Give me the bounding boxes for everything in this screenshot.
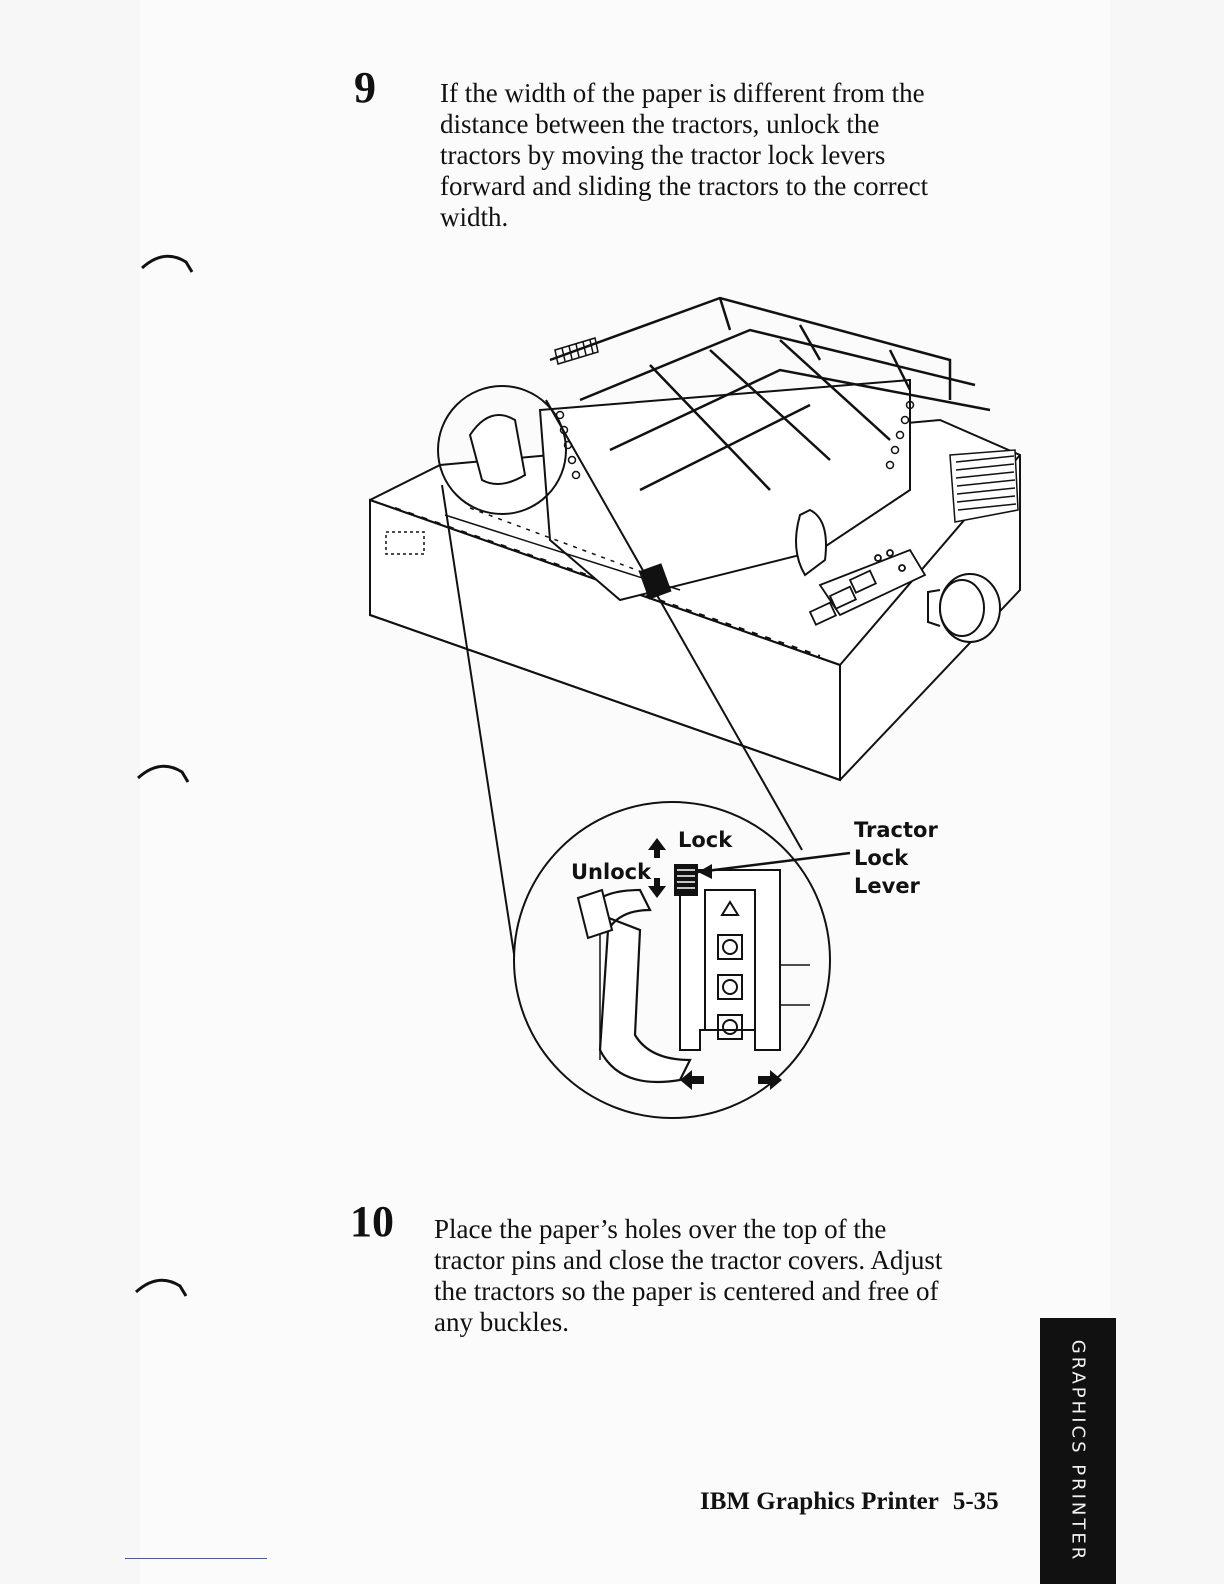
vent-grille [949,449,1019,523]
lock-label: Lock [678,828,733,852]
section-side-tab: GRAPHICS PRINTER [1040,1318,1116,1584]
section-side-tab-label: GRAPHICS PRINTER [1067,1339,1089,1563]
lock-arrow-up-icon [648,838,666,858]
unlock-label: Unlock [571,860,652,884]
left-arrow-icon [680,1070,704,1090]
step-10-line: Place the paper’s holes over the top of … [434,1214,887,1244]
binder-hole-mark [140,254,194,273]
paper-separator-wire [549,296,991,492]
tractor-lock-lever-label-line: Tractor [854,818,938,842]
right-tractor [795,508,827,577]
step-10-instructions: Place the paper’s holes over the top of … [434,1214,1034,1338]
callout-leader-line [697,851,851,874]
step-9-instructions: If the width of the paper is different f… [440,78,1040,233]
step-number-10: 10 [350,1197,394,1246]
zoom-connector-line [441,484,519,981]
tractor-lock-lever-label-line: Lever [854,874,920,898]
step-number-9: 9 [354,63,376,112]
step-9-line: forward and sliding the tractors to the … [440,171,929,201]
unlock-arrow-down-icon [648,878,666,898]
tractor-lock-lever-label-line: Lock [854,846,909,870]
step-10-line: the tractors so the paper is centered an… [434,1276,939,1306]
page-background [140,0,1110,1584]
platen-knob [927,573,1001,643]
page-footer: IBM Graphics Printer 5-35 [700,1488,999,1516]
page-number: 5-35 [952,1488,999,1515]
paper-holes-right [885,400,915,470]
zoom-connector-line [545,399,803,851]
step-9-line: distance between the tractors, unlock th… [440,109,880,139]
step-9-line: If the width of the paper is different f… [440,78,925,108]
printer-illustration [369,296,1021,1119]
step-9-line: width. [440,202,509,232]
binder-hole-mark [136,764,190,783]
step-9-line: tractors by moving the tractor lock leve… [440,140,886,170]
step-10-line: any buckles. [434,1307,569,1337]
step-10-line: tractor pins and close the tractor cover… [434,1245,943,1275]
zoom-source-circle [437,385,567,515]
bottom-rule [125,1558,267,1559]
tractor-detail-enlargement [513,801,851,1119]
control-panel [808,548,927,626]
tractor-lock-lever-label: Tractor Lock Lever [854,816,938,900]
binder-hole-mark [134,1278,188,1297]
footer-title: IBM Graphics Printer [700,1488,939,1515]
right-arrow-icon [758,1070,782,1090]
